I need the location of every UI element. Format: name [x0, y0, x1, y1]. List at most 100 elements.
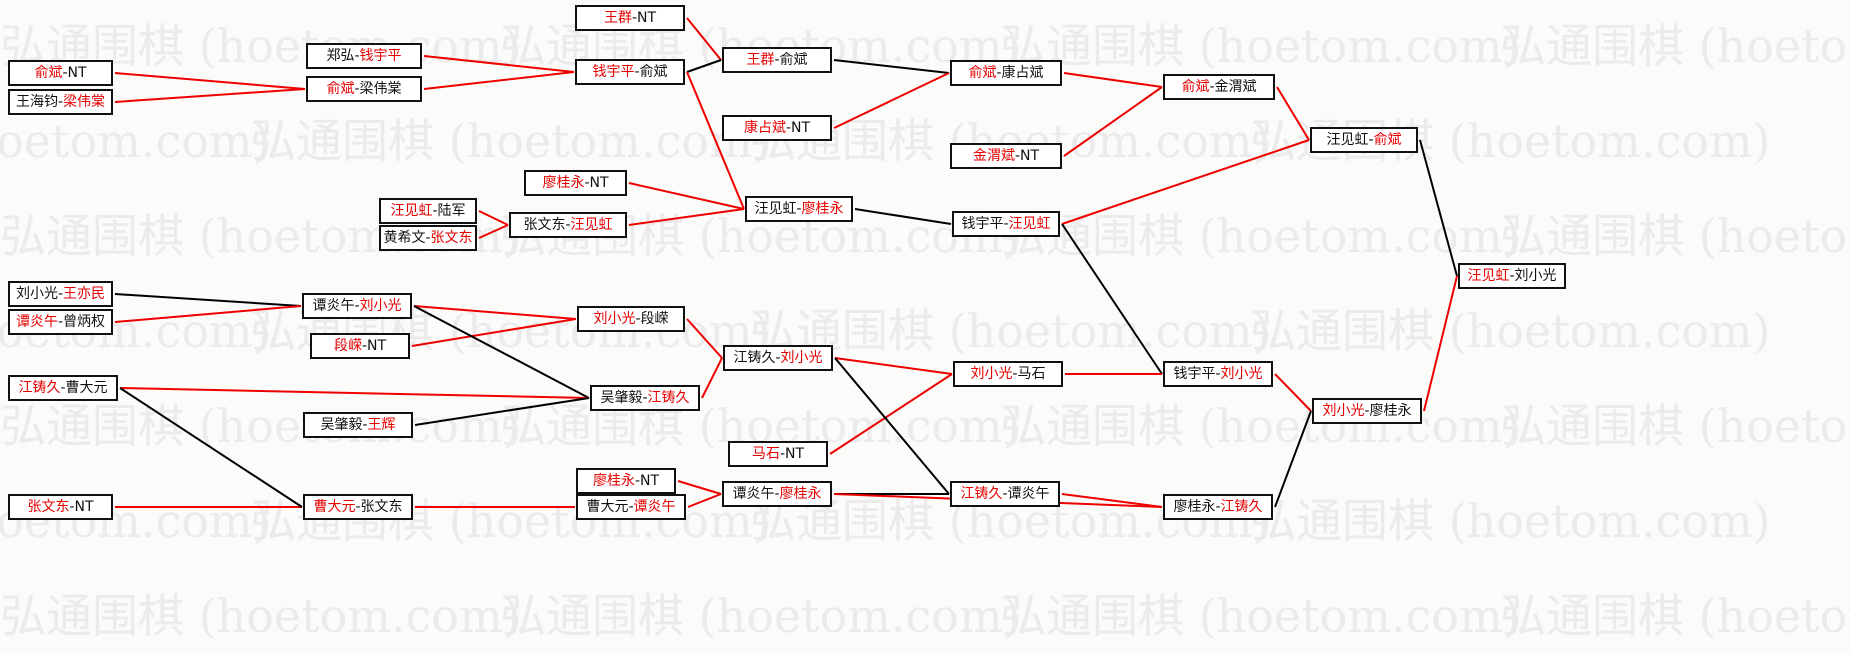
match-node[interactable]: 刘小光-马石: [953, 361, 1063, 387]
loser-name: 廖桂永: [1173, 499, 1216, 515]
loser-name: 马石: [1017, 366, 1046, 382]
name-separator: -: [565, 217, 571, 233]
match-node[interactable]: 金渭斌-NT: [950, 143, 1062, 169]
winner-name: 钱宇平: [359, 48, 402, 64]
name-separator: -: [62, 65, 68, 81]
match-node[interactable]: 刘小光-段嵘: [577, 306, 685, 332]
name-separator: -: [57, 286, 64, 302]
winner-name: 汪见虹: [1008, 216, 1051, 232]
match-node[interactable]: 王群-俞斌: [722, 47, 832, 73]
loser-name: 谭炎午: [312, 298, 355, 314]
match-node[interactable]: 汪见虹-俞斌: [1310, 127, 1418, 153]
match-node[interactable]: 江铸久-谭炎午: [950, 481, 1060, 507]
loser-name: 张文东: [523, 217, 566, 233]
loser-name: 谭炎午: [732, 486, 775, 502]
bracket-edge: [413, 305, 590, 399]
loser-name: 吴肇毅: [320, 417, 363, 433]
winner-name: 刘小光: [780, 350, 823, 366]
match-node[interactable]: 廖桂永-江铸久: [1163, 494, 1273, 520]
loser-name: 金渭斌: [1214, 79, 1257, 95]
match-node[interactable]: 俞斌-康占斌: [950, 60, 1062, 86]
winner-name: 俞斌: [1181, 79, 1210, 95]
winner-name: 廖桂永: [542, 175, 585, 191]
name-separator: -: [774, 486, 780, 502]
name-separator: -: [362, 417, 368, 433]
match-node[interactable]: 廖桂永-NT: [576, 468, 676, 494]
match-node[interactable]: 廖桂永-NT: [524, 170, 627, 196]
bracket-edge: [119, 387, 590, 399]
loser-name: 郑弘: [326, 48, 355, 64]
name-separator: -: [361, 338, 368, 354]
loser-name: NT: [1020, 148, 1040, 164]
loser-name: 梁伟棠: [359, 81, 402, 97]
match-node[interactable]: 俞斌-梁伟棠: [306, 76, 422, 102]
match-node[interactable]: 钱宇平-俞斌: [575, 59, 685, 85]
match-node[interactable]: 谭炎午-曾炳权: [8, 309, 113, 335]
winner-name: 俞斌: [326, 81, 355, 97]
bracket-edge: [829, 373, 953, 455]
match-node[interactable]: 刘小光-廖桂永: [1312, 398, 1422, 424]
bracket-edge: [1274, 410, 1312, 508]
match-node[interactable]: 汪见虹-廖桂永: [745, 196, 853, 222]
bracket-edge: [833, 72, 950, 129]
match-node[interactable]: 王群-NT: [575, 5, 685, 31]
name-separator: -: [354, 298, 360, 314]
loser-name: 段嵘: [640, 311, 669, 327]
bracket-edge: [686, 318, 723, 359]
loser-name: 黄希文: [383, 230, 426, 246]
match-node[interactable]: 郑弘-钱宇平: [306, 43, 422, 69]
bracket-edge: [834, 357, 950, 495]
match-node[interactable]: 汪见虹-刘小光: [1458, 263, 1566, 289]
name-separator: -: [634, 64, 640, 80]
winner-name: 俞斌: [968, 65, 997, 81]
match-node[interactable]: 段嵘-NT: [310, 333, 410, 359]
bracket-edge: [1061, 223, 1163, 375]
winner-name: 江铸久: [647, 390, 690, 406]
match-node[interactable]: 刘小光-王亦民: [8, 281, 113, 307]
match-node[interactable]: 曹大元-谭炎午: [576, 494, 686, 520]
bracket-edge: [114, 293, 302, 307]
match-node[interactable]: 谭炎午-刘小光: [302, 293, 412, 319]
name-separator: -: [355, 499, 361, 515]
loser-name: NT: [640, 473, 660, 489]
winner-name: 王群: [746, 52, 775, 68]
bracket-edge: [114, 305, 302, 323]
match-node[interactable]: 钱宇平-汪见虹: [952, 211, 1060, 237]
name-separator: -: [796, 201, 802, 217]
match-node[interactable]: 吴肇毅-江铸久: [590, 385, 700, 411]
winner-name: 刘小光: [593, 311, 636, 327]
match-node[interactable]: 王海钧-梁伟棠: [8, 89, 113, 115]
loser-name: NT: [791, 120, 811, 136]
match-node[interactable]: 钱宇平-刘小光: [1163, 361, 1273, 387]
match-node[interactable]: 黄希文-张文东: [379, 225, 477, 251]
loser-name: 王海钧: [15, 94, 58, 110]
name-separator: -: [1215, 366, 1221, 382]
match-node[interactable]: 吴肇毅-王辉: [303, 412, 413, 438]
name-separator: -: [1364, 403, 1370, 419]
match-node[interactable]: 谭炎午-廖桂永: [722, 481, 832, 507]
winner-name: 段嵘: [333, 338, 362, 354]
winner-name: 梁伟棠: [63, 94, 106, 110]
match-node[interactable]: 张文东-汪见虹: [509, 212, 627, 238]
name-separator: -: [1012, 366, 1018, 382]
loser-name: 曹大元: [65, 380, 108, 396]
winner-name: 汪见虹: [1467, 268, 1510, 284]
match-node[interactable]: 汪见虹-陆军: [379, 198, 477, 224]
match-node[interactable]: 江铸久-刘小光: [723, 345, 833, 371]
match-node[interactable]: 张文东-NT: [8, 494, 113, 520]
match-node[interactable]: 江铸久-曹大元: [8, 375, 118, 401]
match-node[interactable]: 俞斌-NT: [8, 60, 113, 86]
bracket-edge: [1061, 139, 1310, 225]
bracket-edge: [423, 55, 575, 73]
match-node[interactable]: 曹大元-张文东: [303, 494, 413, 520]
match-node[interactable]: 康占斌-NT: [722, 115, 832, 141]
name-separator: -: [1209, 79, 1215, 95]
match-node[interactable]: 马石-NT: [728, 441, 828, 467]
loser-name: NT: [589, 175, 609, 191]
winner-name: 江铸久: [1220, 499, 1263, 515]
match-node[interactable]: 俞斌-金渭斌: [1163, 74, 1275, 100]
name-separator: -: [631, 10, 638, 26]
name-separator: -: [775, 350, 781, 366]
winner-name: 谭炎午: [15, 314, 58, 330]
